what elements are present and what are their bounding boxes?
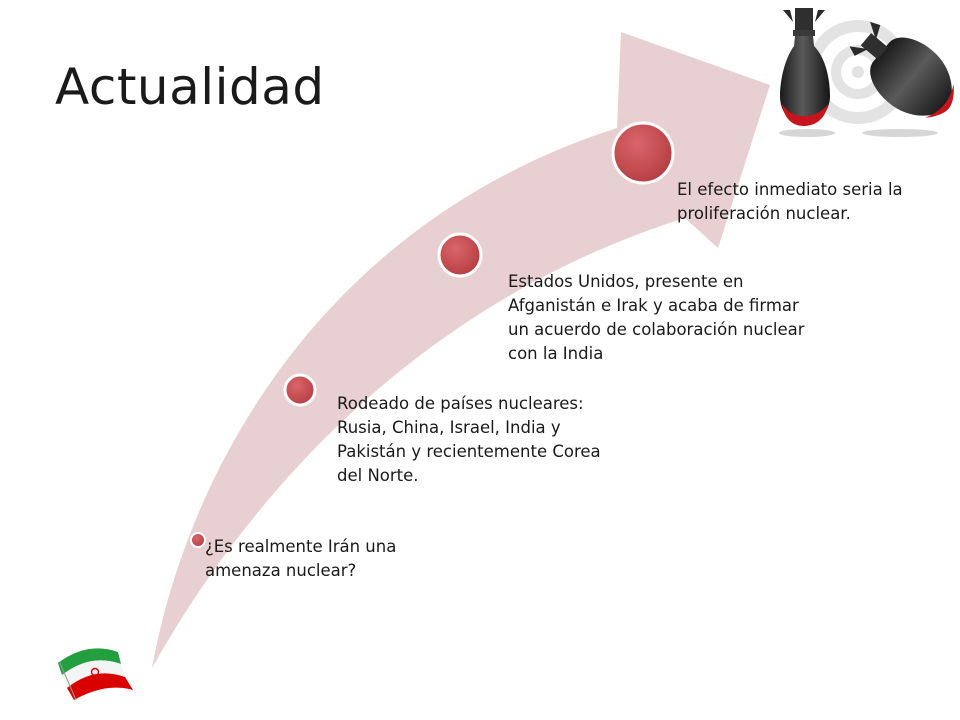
timeline-step-3-text: Estados Unidos, presente en Afganistán e… [508,272,805,363]
bombs-target-icon [779,8,954,137]
timeline-marker-4 [611,121,675,185]
timeline-step-2-text: Rodeado de países nucleares: Rusia, Chin… [337,394,601,485]
timeline-marker-1 [190,532,206,548]
timeline-step-4-text: El efecto inmediato seria la proliferaci… [677,180,903,223]
timeline-step-1-text: ¿Es realmente Irán una amenaza nuclear? [205,537,397,580]
timeline-marker-3 [437,232,483,278]
iran-flag-icon [58,648,133,701]
curved-arrow [152,32,770,668]
slide-title: Actualidad [55,58,325,116]
timeline-marker-2 [283,373,317,407]
